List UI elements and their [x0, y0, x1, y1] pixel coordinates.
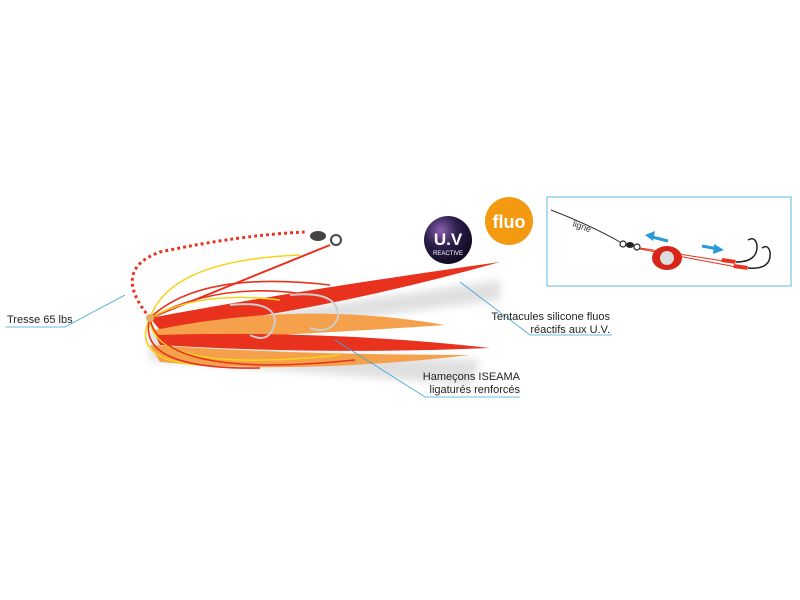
arrow-left-icon [645, 231, 669, 243]
callout-lines [5, 281, 612, 398]
arrow-right-icon [701, 244, 724, 254]
braid-line [130, 230, 306, 319]
hooks-label: Hameçons ISEAMA ligaturés renforcés [422, 371, 520, 397]
hooks-label-line1: Hameçons ISEAMA [422, 371, 520, 383]
uv-badge-main-text: U.V [434, 230, 463, 249]
tentacles-label-line2: réactifs aux U.V. [530, 324, 610, 336]
inset-hook-icon [735, 238, 758, 263]
tentacles [150, 262, 500, 368]
tentacles-label-line1: Tentacules silicone fluos [491, 311, 610, 323]
hooks-label-line2: ligaturés renforcés [429, 384, 521, 396]
rigging-inset: ligne [546, 196, 792, 287]
bead [146, 314, 154, 322]
braid-label: Tresse 65 lbs [7, 314, 73, 326]
inset-hook-icon [747, 245, 771, 269]
swivel-icon [310, 231, 342, 246]
fluo-badge-text: fluo [493, 212, 526, 232]
skirt-strands [144, 244, 356, 369]
braid-line-white [130, 230, 306, 319]
uv-badge-sub-text: REACTIVE [433, 251, 463, 257]
uv-reactive-badge: U.V REACTIVE [424, 216, 472, 264]
tentacles-label: Tentacules silicone fluos réactifs aux U… [484, 311, 610, 337]
inset-swivel-icon [619, 240, 641, 251]
fluo-badge: fluo [485, 197, 533, 245]
hooks [229, 293, 340, 339]
